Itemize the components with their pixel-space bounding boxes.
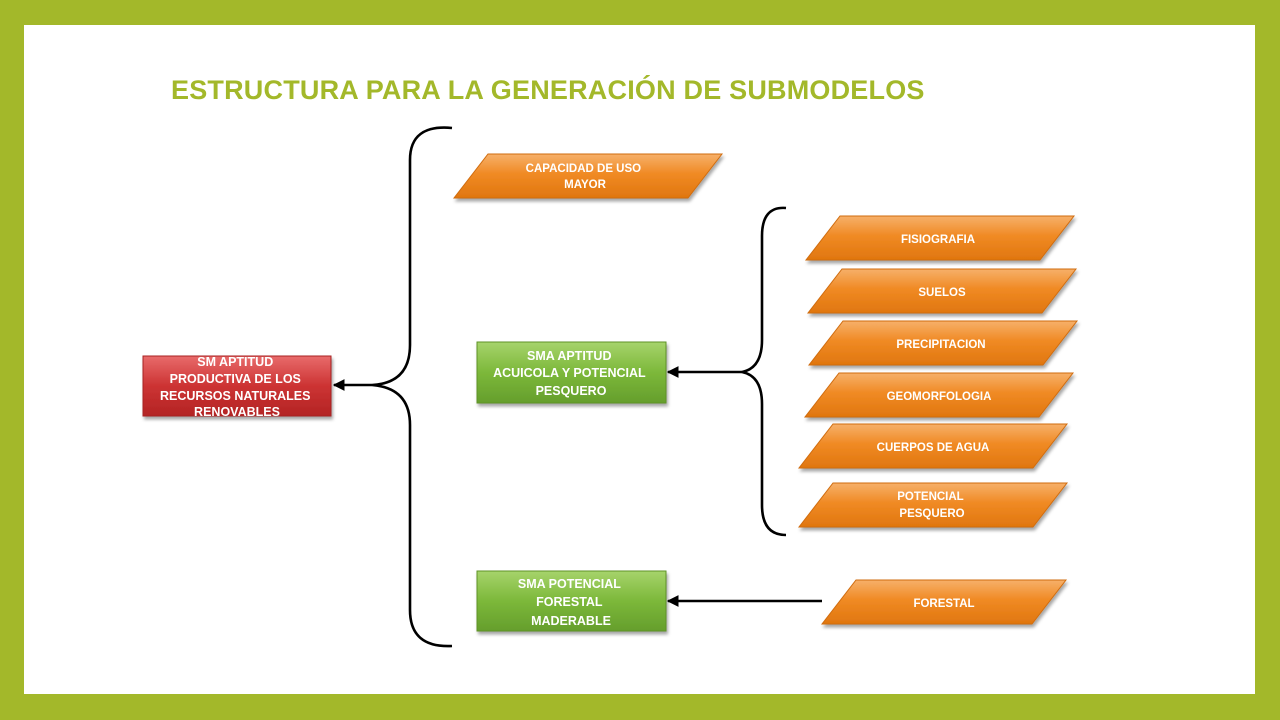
- forestal-model-node: SMA POTENCIAL FORESTAL MADERABLE: [476, 570, 667, 632]
- input-potencial-pesquero: POTENCIAL PESQUERO: [797, 482, 1069, 528]
- input-fisiografia-label: FISIOGRAFIA: [901, 234, 975, 246]
- input-precipitacion-label: PRECIPITACION: [896, 339, 985, 351]
- root-node: SM APTITUD PRODUCTIVA DE LOS RECURSOS NA…: [142, 355, 332, 419]
- root-label: SM APTITUD PRODUCTIVA DE LOS RECURSOS NA…: [160, 355, 314, 419]
- input-cuerpos-agua: CUERPOS DE AGUA: [797, 423, 1069, 469]
- brace-main: [371, 126, 453, 648]
- input-suelos-label: SUELOS: [918, 287, 966, 299]
- forestal-model-label: SMA POTENCIAL FORESTAL MADERABLE: [518, 577, 624, 628]
- input-geomorfologia-label: GEOMORFOLOGIA: [887, 391, 992, 403]
- acuicola-model-label: SMA APTITUD ACUICOLA Y POTENCIAL PESQUER…: [493, 349, 649, 398]
- capacidad-uso-label: CAPACIDAD DE USO MAYOR: [526, 163, 645, 191]
- input-precipitacion: PRECIPITACION: [807, 320, 1079, 366]
- acuicola-model-node: SMA APTITUD ACUICOLA Y POTENCIAL PESQUER…: [476, 341, 667, 404]
- slide-title: ESTRUCTURA PARA LA GENERACIÓN DE SUBMODE…: [171, 75, 925, 105]
- brace-acuicola: [741, 206, 787, 537]
- capacidad-uso-node: CAPACIDAD DE USO MAYOR: [452, 153, 724, 199]
- input-geomorfologia: GEOMORFOLOGIA: [803, 372, 1075, 418]
- input-fisiografia: FISIOGRAFIA: [804, 215, 1076, 261]
- input-potencial-pesquero-label: POTENCIAL PESQUERO: [897, 491, 966, 520]
- input-cuerpos-agua-label: CUERPOS DE AGUA: [877, 442, 990, 454]
- input-suelos: SUELOS: [806, 268, 1078, 314]
- input-forestal: FORESTAL: [820, 579, 1068, 625]
- input-forestal-label: FORESTAL: [913, 598, 974, 610]
